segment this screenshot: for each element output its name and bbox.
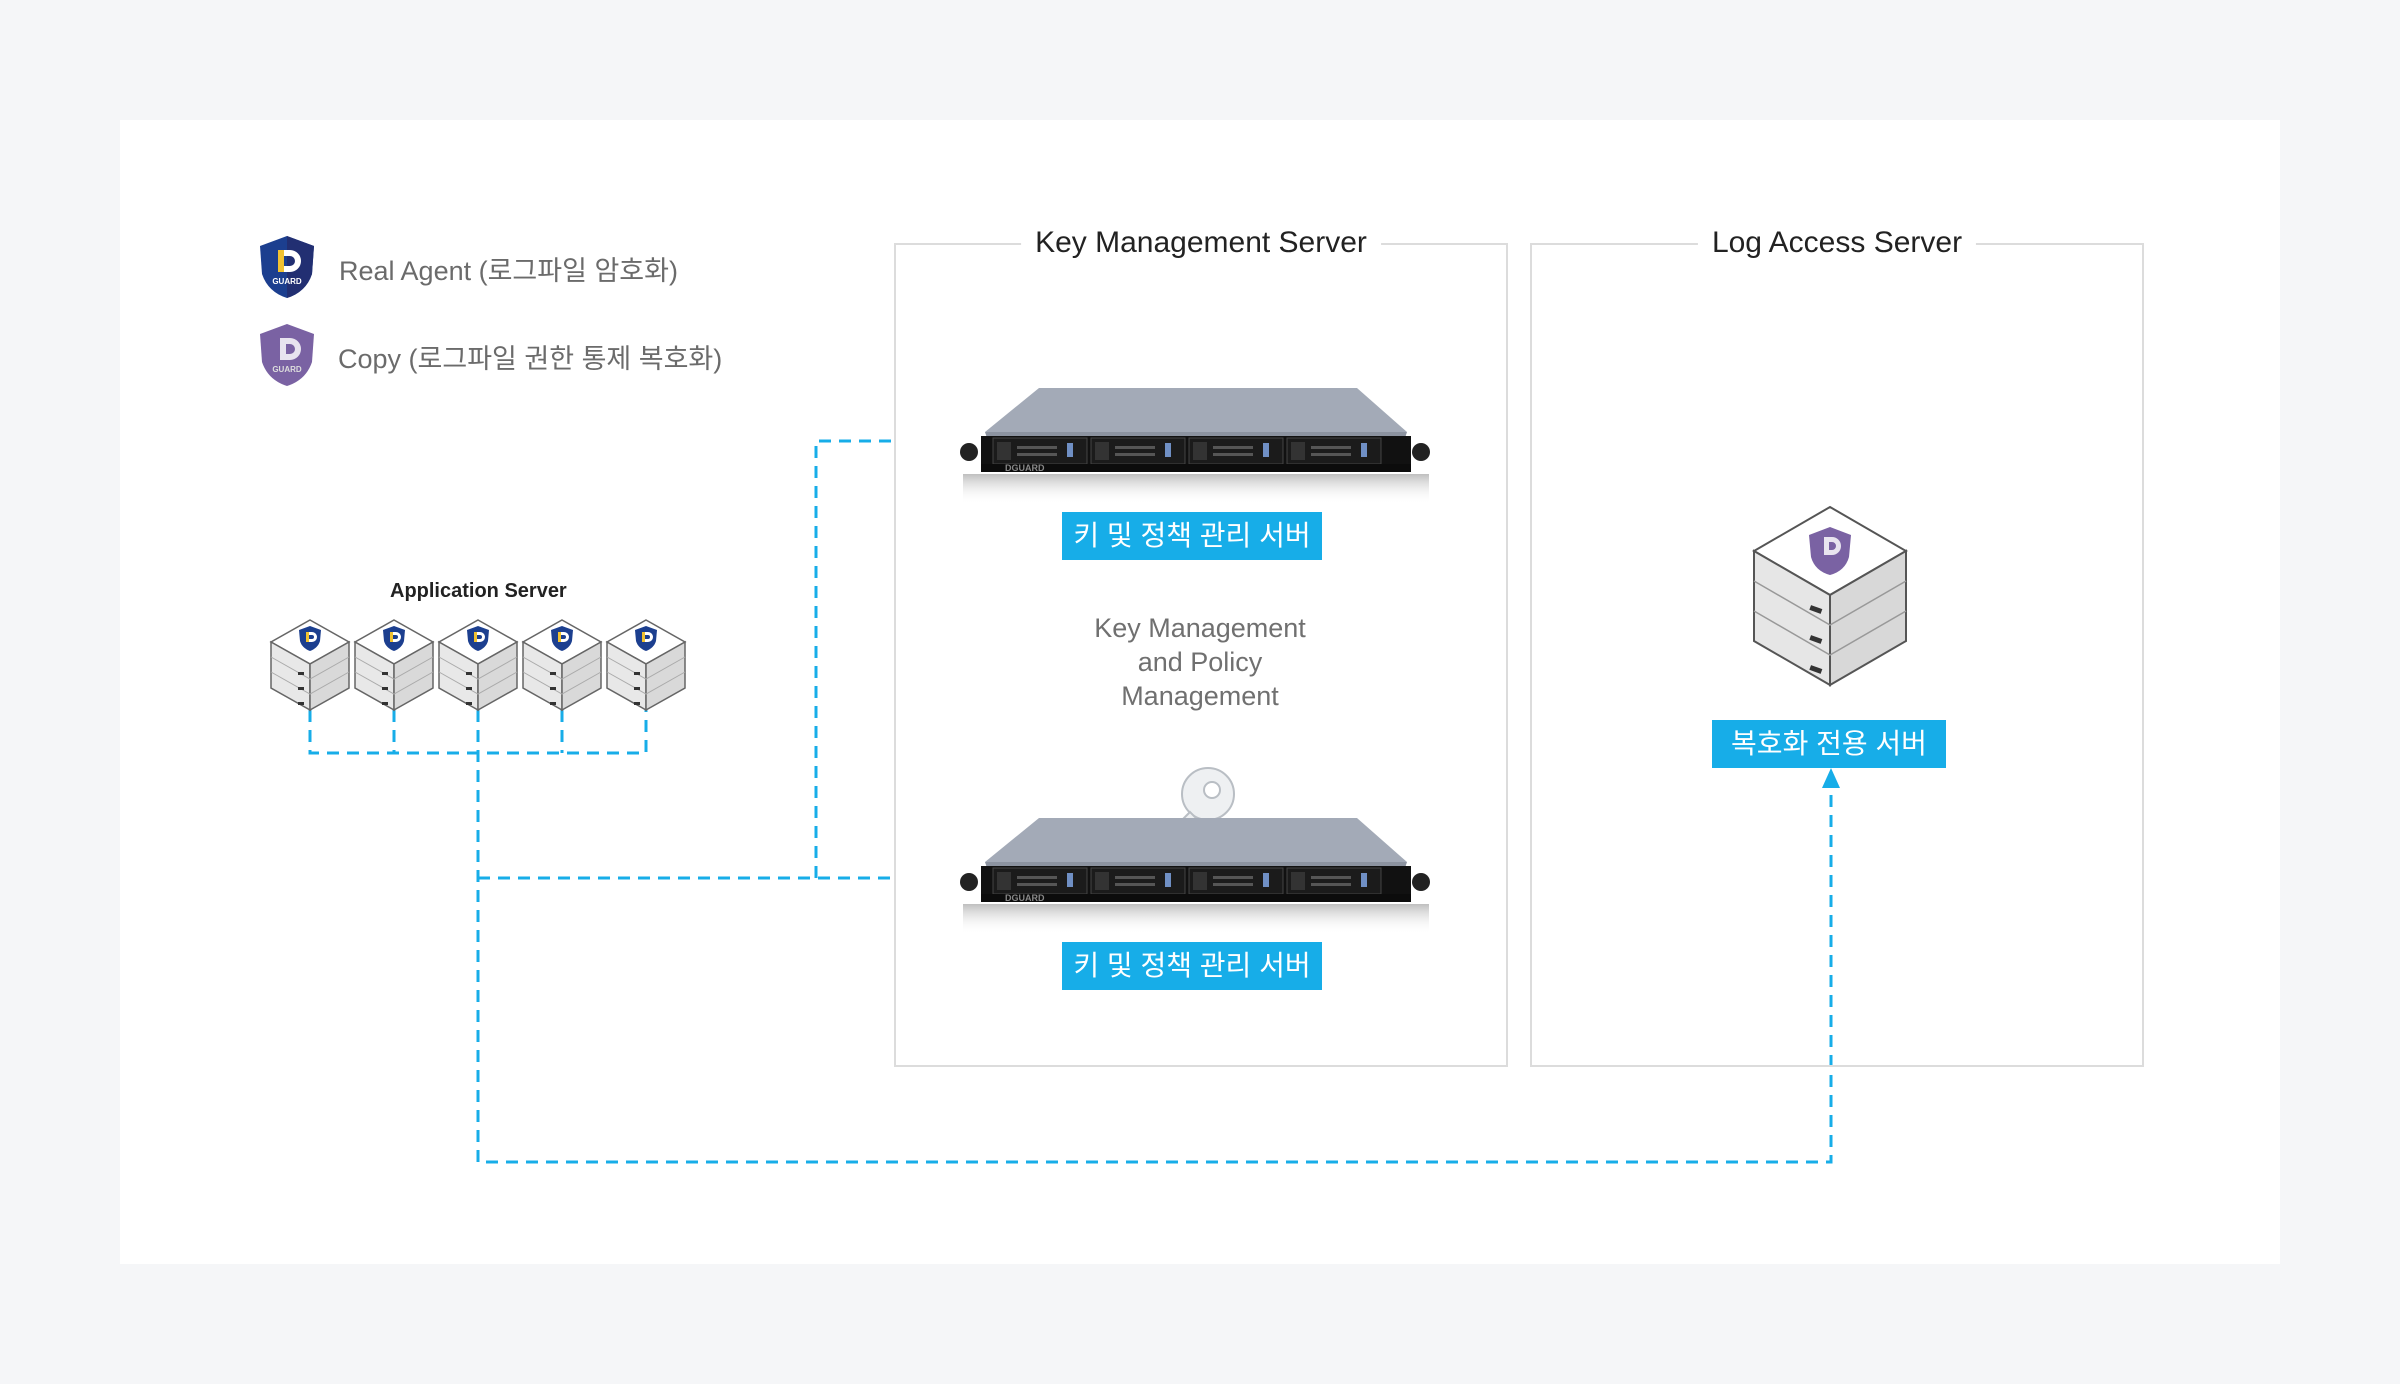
svg-text:DGUARD: DGUARD xyxy=(1005,893,1045,903)
drive-bay xyxy=(1090,437,1186,465)
key-policy-server-label-1: 키 및 정책 관리 서버 xyxy=(1062,512,1322,560)
kms-description: Key Management and Policy Management xyxy=(1050,611,1350,713)
svg-text:GUARD: GUARD xyxy=(272,365,302,374)
application-server-node xyxy=(437,619,519,712)
drive-bay xyxy=(992,437,1088,465)
real-agent-shield-icon xyxy=(551,626,573,651)
legend-label-copy: Copy (로그파일 권한 통제 복호화) xyxy=(338,344,723,374)
kms-description-line-1: Key Management xyxy=(1094,613,1306,643)
application-server-node xyxy=(269,619,351,712)
real-agent-shield-icon xyxy=(383,626,405,651)
drive-bay xyxy=(1286,437,1382,465)
key-policy-server-label-2: 키 및 정책 관리 서버 xyxy=(1062,942,1322,990)
arrow-head-icon xyxy=(1822,768,1840,788)
svg-text:GUARD: GUARD xyxy=(272,277,302,286)
key-management-server-box: Key Management Server xyxy=(894,223,1508,1067)
application-server-node xyxy=(605,619,687,712)
drive-bay xyxy=(1286,867,1382,895)
real-agent-shield-icon xyxy=(299,626,321,651)
app-trunk-line xyxy=(476,710,1833,1164)
real-agent-shield-icon: GUARD xyxy=(260,236,314,298)
svg-text:DGUARD: DGUARD xyxy=(1005,463,1045,473)
log-access-server-title: Log Access Server xyxy=(1697,223,1977,263)
legend-label-real-agent: Real Agent (로그파일 암호화) xyxy=(339,256,678,286)
rack-server-1: DGUARD xyxy=(960,388,1430,504)
kms-link-line xyxy=(814,439,895,878)
application-server-node xyxy=(521,619,603,712)
drive-bay xyxy=(992,867,1088,895)
decryption-server-icon xyxy=(1752,505,1908,687)
copy-shield-icon: GUARD xyxy=(260,324,314,386)
kms-description-line-3: Management xyxy=(1121,681,1279,711)
log-access-server-box: Log Access Server xyxy=(1530,223,2144,1067)
drive-bay xyxy=(1090,867,1186,895)
application-server-title: Application Server xyxy=(390,580,567,602)
decryption-server-label: 복호화 전용 서버 xyxy=(1712,720,1946,768)
application-server-node xyxy=(353,619,435,712)
rack-server-2: DGUARD xyxy=(960,818,1430,934)
drive-bay xyxy=(1188,437,1284,465)
copy-shield-icon xyxy=(1809,527,1851,575)
kms-description-line-2: and Policy xyxy=(1137,647,1263,677)
real-agent-shield-icon xyxy=(467,626,489,651)
key-management-server-title: Key Management Server xyxy=(1021,223,1381,263)
drive-bay xyxy=(1188,867,1284,895)
real-agent-shield-icon xyxy=(635,626,657,651)
